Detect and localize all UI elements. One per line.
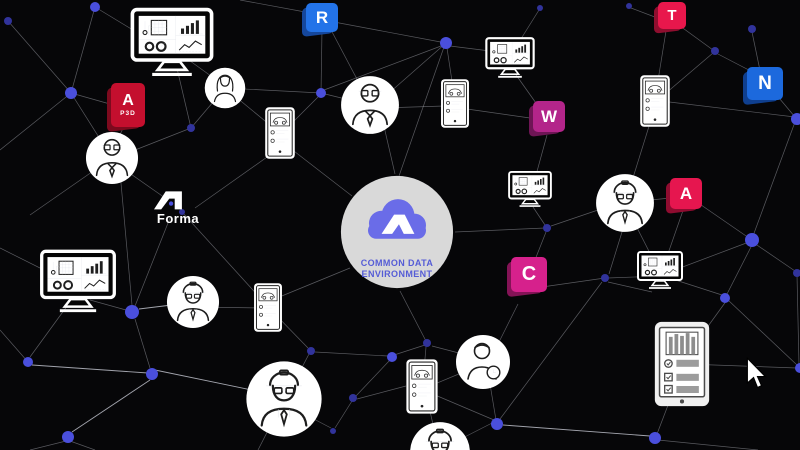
monitor-dashboard-icon	[506, 170, 554, 208]
badge-t: T	[658, 2, 686, 29]
badge-n: N	[747, 67, 783, 100]
tablet-document-icon	[403, 358, 441, 415]
cde-label-line1: COMMON DATA	[360, 258, 434, 268]
person-glasses-icon	[85, 131, 139, 185]
forma-label: Forma	[156, 211, 200, 226]
badge-r: R	[306, 3, 338, 32]
cursor-pointer-icon	[744, 357, 771, 391]
tablet-document-icon	[262, 106, 298, 160]
person-woman-icon	[204, 67, 246, 109]
engineer-hardhat-icon	[409, 421, 471, 450]
cde-label: COMMON DATA ENVIRONMENT	[339, 174, 455, 280]
monitor-dashboard-icon	[635, 250, 685, 290]
network-dots	[4, 2, 800, 444]
monitor-dashboard-icon	[483, 36, 537, 79]
badge-a: A	[670, 178, 702, 209]
badge-w: W	[533, 101, 565, 132]
forma-mark-icon	[150, 186, 194, 213]
badge-a-p3d-sub: P3D	[120, 109, 136, 117]
badge-c: C	[511, 257, 547, 292]
person-status-icon	[455, 334, 511, 390]
tablet-document-icon	[637, 74, 673, 128]
tablet-checklist-icon	[652, 320, 712, 408]
badge-a-p3d: A P3D	[111, 83, 145, 127]
engineer-hardhat-icon	[166, 275, 220, 329]
tablet-document-icon	[438, 78, 472, 129]
monitor-dashboard-icon	[36, 248, 120, 314]
tablet-document-icon	[251, 282, 285, 333]
engineer-hardhat-icon	[245, 360, 323, 438]
cde-label-line2: ENVIRONMENT	[361, 269, 433, 279]
person-glasses-icon	[340, 75, 400, 135]
forma-logo: Forma	[150, 186, 206, 226]
engineer-hardhat-icon	[595, 173, 655, 233]
badge-a-p3d-letter: A	[122, 91, 134, 109]
